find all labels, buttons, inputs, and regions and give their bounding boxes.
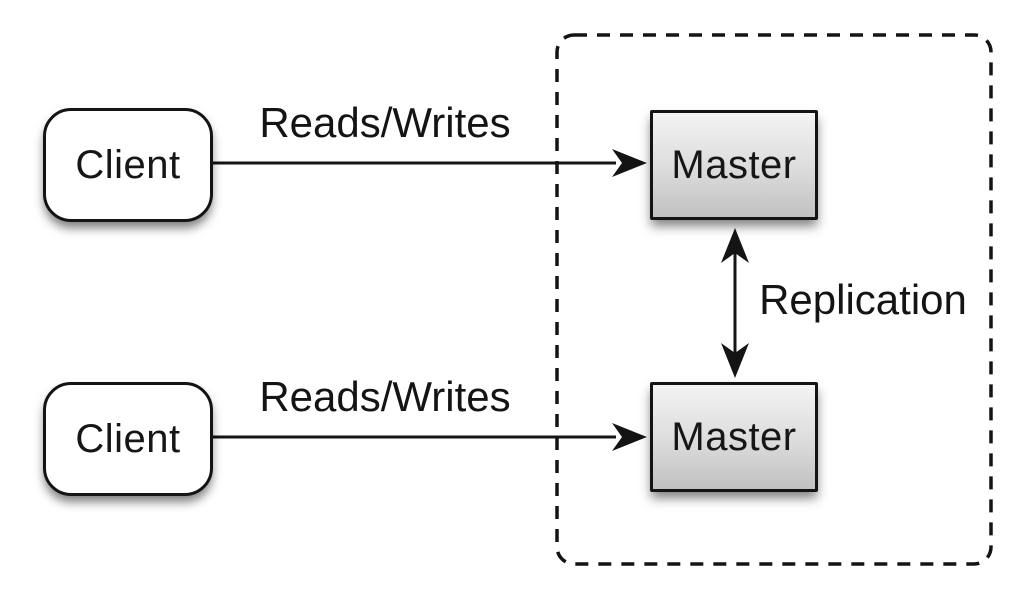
node-master-bottom-label: Master: [671, 414, 797, 459]
edge-label-reads-writes-top: Reads/Writes: [259, 99, 511, 146]
edge-label-replication: Replication: [759, 276, 967, 323]
edge-reads-writes-bottom-arrowhead: [612, 423, 647, 451]
node-master-bottom: Master: [650, 382, 818, 492]
replication-cluster-boundary: [555, 33, 993, 566]
node-client-top-label: Client: [75, 142, 181, 187]
node-master-top: Master: [650, 110, 818, 220]
node-client-bottom: Client: [43, 382, 213, 496]
edge-label-reads-writes-bottom: Reads/Writes: [259, 373, 511, 420]
edge-replication-arrowhead-down: [721, 343, 749, 378]
edge-replication-arrowhead-up: [721, 228, 749, 263]
node-client-top: Client: [43, 108, 213, 222]
node-master-top-label: Master: [671, 142, 797, 187]
edge-reads-writes-top-arrowhead: [612, 149, 647, 177]
node-client-bottom-label: Client: [75, 416, 181, 461]
